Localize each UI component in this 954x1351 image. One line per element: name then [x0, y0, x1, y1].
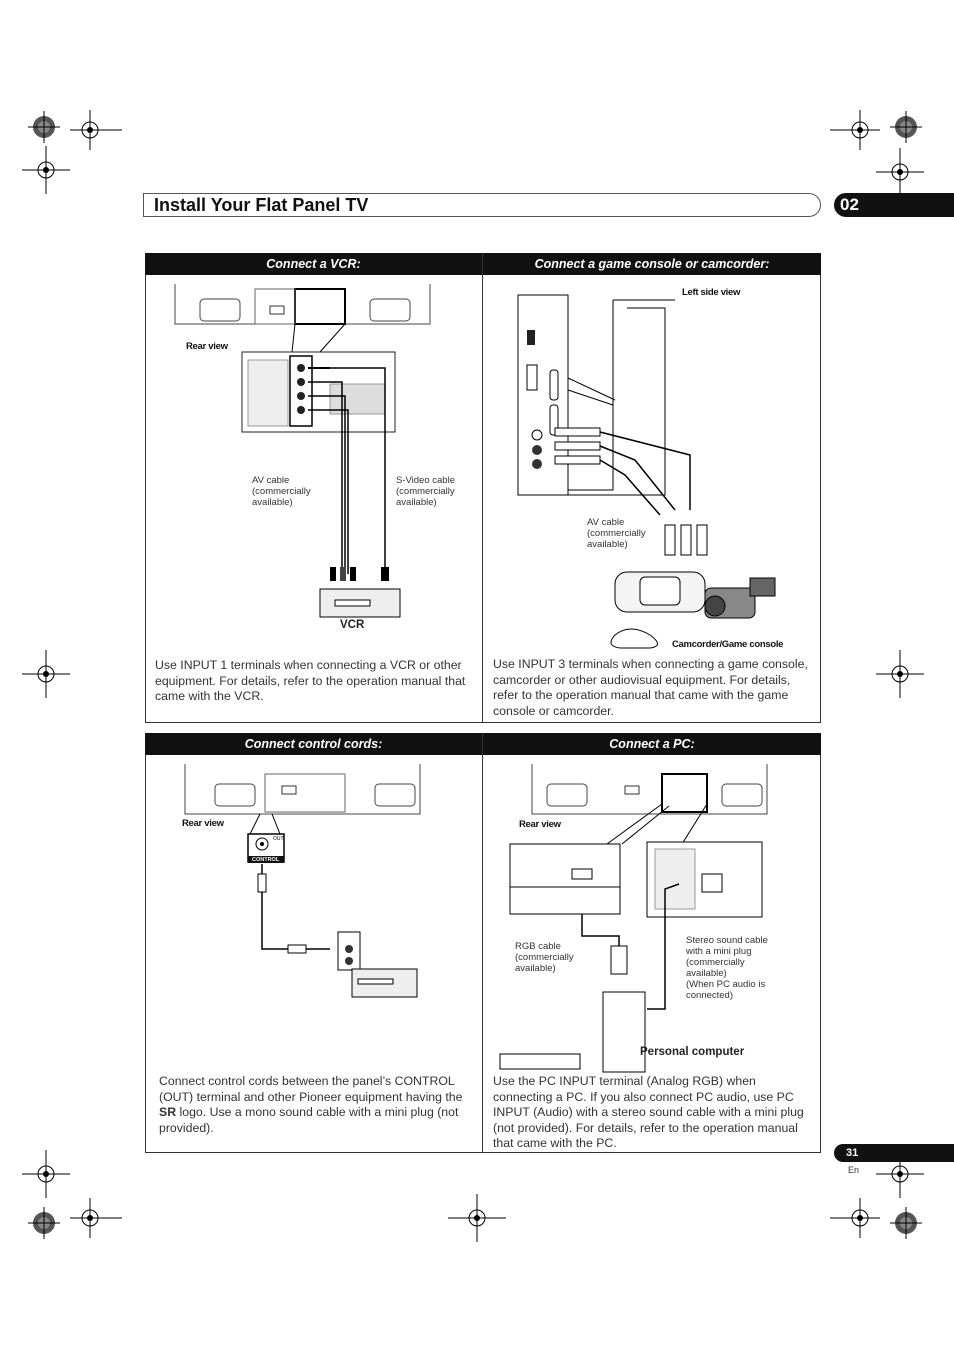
game-description: Use INPUT 3 terminals when connecting a … — [493, 657, 808, 718]
out-terminal-label: OUT — [273, 836, 284, 842]
control-diagram — [184, 764, 421, 998]
vcr-rear-view-label: Rear view — [186, 341, 228, 352]
pc-heading: Connect a PC: — [483, 733, 821, 755]
page-header: Install Your Flat Panel TV — [143, 193, 821, 217]
vcr-diagram — [174, 284, 431, 618]
pc-rgb-cable-label: RGB cable (commercially available) — [515, 941, 574, 974]
control-terminal-label: CONTROL — [252, 857, 280, 863]
crosshair-icon — [876, 650, 924, 698]
pc-description: Use the PC INPUT terminal (Analog RGB) w… — [493, 1074, 804, 1150]
game-console-diagram — [517, 294, 776, 649]
pc-device-label: Personal computer — [640, 1046, 745, 1058]
crosshair-icon — [22, 1150, 70, 1198]
registration-mark-icon — [28, 1207, 60, 1239]
vcr-svideo-cable-label: S-Video cable (commercially available) — [396, 475, 455, 508]
crosshair-icon — [22, 146, 70, 194]
game-left-side-view-label: Left side view — [682, 287, 741, 298]
pc-diagram — [499, 764, 768, 1073]
vcr-av-cable-label: AV cable (commercially available) — [252, 475, 311, 508]
crosshair-icon — [70, 110, 122, 150]
vcr-heading: Connect a VCR: — [145, 253, 482, 275]
chapter-number: 02 — [834, 193, 954, 217]
crosshair-icon — [876, 148, 924, 196]
pc-stereo-cable-label: Stereo sound cable with a mini plug (com… — [686, 935, 768, 1001]
crosshair-icon — [448, 1194, 506, 1242]
pc-rear-view-label: Rear view — [519, 819, 561, 830]
panel-divider — [482, 733, 483, 1153]
game-heading: Connect a game console or camcorder: — [483, 253, 821, 275]
registration-mark-icon — [890, 111, 922, 143]
crosshair-icon — [830, 110, 880, 150]
page-number: 31 — [834, 1144, 954, 1162]
control-rear-view-label: Rear view — [182, 818, 224, 829]
language-code: En — [848, 1165, 860, 1175]
vcr-device-label: VCR — [340, 619, 365, 631]
registration-mark-icon — [890, 1207, 922, 1239]
control-description: Connect control cords between the panel’… — [159, 1074, 463, 1135]
crosshair-icon — [22, 650, 70, 698]
registration-mark-icon — [28, 111, 60, 143]
page-title: Install Your Flat Panel TV — [154, 195, 369, 215]
vcr-description: Use INPUT 1 terminals when connecting a … — [155, 658, 466, 703]
crosshair-icon — [830, 1198, 880, 1238]
panel-divider — [482, 253, 483, 723]
game-av-cable-label: AV cable (commercially available) — [587, 517, 646, 550]
control-heading: Connect control cords: — [145, 733, 482, 755]
sr-logo: SR — [159, 1105, 177, 1119]
game-device-label: Camcorder/Game console — [672, 639, 784, 650]
crosshair-icon — [70, 1198, 122, 1238]
